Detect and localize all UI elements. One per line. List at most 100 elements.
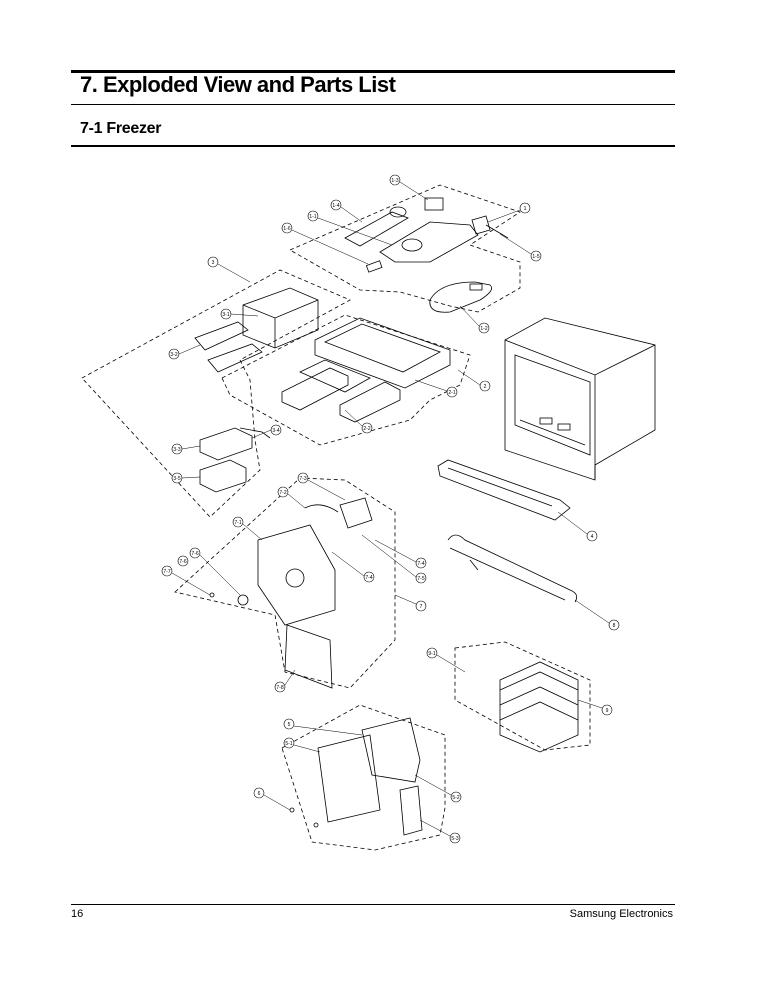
svg-text:3-3: 3-3 <box>173 447 180 453</box>
knob-1-4 <box>389 206 407 218</box>
svg-text:3-2: 3-2 <box>170 352 177 358</box>
callout-7-4: 7-4 <box>415 557 427 569</box>
svg-text:7-5: 7-5 <box>417 576 424 582</box>
svg-text:1: 1 <box>524 206 527 212</box>
screw-6b <box>313 822 319 828</box>
svg-text:9: 9 <box>606 708 609 714</box>
duct-4 <box>437 459 571 521</box>
group-5-outline <box>281 704 446 851</box>
callout-2-2: 2-2 <box>361 422 373 434</box>
callout-3-5: 3-5 <box>171 472 183 484</box>
callout-2: 2 <box>479 380 491 392</box>
svg-text:7-4: 7-4 <box>417 561 424 567</box>
gasket-1-2 <box>429 281 493 313</box>
panel-5-3 <box>399 785 423 836</box>
svg-text:5-1: 5-1 <box>285 741 292 747</box>
svg-text:8: 8 <box>613 623 616 629</box>
callout-7-3: 7-3 <box>297 472 309 484</box>
duct-4-detail <box>447 467 553 507</box>
callout-labels: 1-3 1 1-4 1-1 1-6 1-5 3 1-2 3-1 3-2 2 2-… <box>161 174 620 844</box>
title-rule <box>71 70 675 73</box>
leader-lines <box>171 181 610 837</box>
panel-5-2 <box>361 717 421 783</box>
callout-7-2: 7-2 <box>277 486 289 498</box>
evaporator-9 <box>499 661 579 753</box>
svg-text:7-1: 7-1 <box>234 520 241 526</box>
callout-3: 3 <box>207 256 219 268</box>
freezer-cabinet <box>504 317 656 481</box>
group-1-outline <box>289 184 521 313</box>
svg-text:5-3: 5-3 <box>451 836 458 842</box>
shelf-2-1 <box>314 317 451 389</box>
svg-text:7-6: 7-6 <box>179 559 186 565</box>
callout-5: 5 <box>283 718 295 730</box>
svg-text:1-3: 1-3 <box>391 178 398 184</box>
svg-text:7-6: 7-6 <box>191 551 198 557</box>
switch-1-3 <box>424 197 444 211</box>
callout-5-1: 5-1 <box>283 737 295 749</box>
svg-text:1-5: 1-5 <box>532 254 539 260</box>
callout-1-2: 1-2 <box>478 322 490 334</box>
svg-text:2-2: 2-2 <box>363 426 370 432</box>
svg-text:1-6: 1-6 <box>283 226 290 232</box>
svg-text:1-1: 1-1 <box>309 214 316 220</box>
svg-text:3: 3 <box>212 260 215 266</box>
callout-6: 6 <box>253 787 265 799</box>
callout-1-1: 1-1 <box>307 210 319 222</box>
group-3-outline <box>81 269 351 518</box>
svg-text:7-4: 7-4 <box>365 575 372 581</box>
ice-bucket-3-1 <box>242 287 319 349</box>
svg-text:7-3: 7-3 <box>299 476 306 482</box>
wire-3-4 <box>239 427 271 439</box>
bracket-1-4 <box>344 211 409 247</box>
evap-cover-7-1 <box>257 524 336 626</box>
heater-8-lower <box>449 547 566 601</box>
cabinet-top-edge <box>504 339 656 376</box>
callout-3-1: 3-1 <box>220 308 232 320</box>
footer-rule <box>71 904 675 905</box>
callout-7-6b: 7-6 <box>177 555 189 567</box>
callout-1-6: 1-6 <box>281 222 293 234</box>
cabinet-opening <box>514 354 591 456</box>
callout-3-3: 3-3 <box>171 443 183 455</box>
callout-9: 9 <box>601 704 613 716</box>
gasket-tab <box>469 283 483 291</box>
footer-brand: Samsung Electronics <box>569 908 673 920</box>
svg-text:1-4: 1-4 <box>332 203 339 209</box>
page-title: 7. Exploded View and Parts List <box>80 72 396 97</box>
callout-4: 4 <box>586 530 598 542</box>
cabinet-lower-line <box>519 419 586 446</box>
grommet-7-6 <box>237 594 249 606</box>
svg-text:3-4: 3-4 <box>272 428 279 434</box>
callout-7-7: 7-7 <box>161 565 173 577</box>
callout-7-1: 7-1 <box>232 516 244 528</box>
wire-7-2 <box>304 504 339 513</box>
svg-text:5-2: 5-2 <box>452 795 459 801</box>
callout-2-1: 2-1 <box>446 386 458 398</box>
heater-lead <box>469 559 479 571</box>
wire-1-5 <box>485 224 509 239</box>
rail-left <box>281 367 349 411</box>
svg-text:6: 6 <box>258 791 261 797</box>
heater-8 <box>447 534 578 603</box>
ice-tray-a <box>194 321 249 351</box>
ice-tray-b <box>207 343 263 373</box>
svg-text:9-1: 9-1 <box>428 651 435 657</box>
svg-text:3-1: 3-1 <box>222 312 229 318</box>
group-2-outline <box>221 314 471 446</box>
ice-bucket-rim <box>242 299 319 319</box>
roller-1-6 <box>365 260 383 273</box>
callout-7: 7 <box>415 600 427 612</box>
subtitle-underline <box>71 145 675 147</box>
callout-3-2: 3-2 <box>168 348 180 360</box>
cabinet-control-b <box>557 423 571 431</box>
svg-text:1-2: 1-2 <box>480 326 487 332</box>
panel-7-8 <box>284 624 333 689</box>
panel-5-1 <box>317 734 381 823</box>
group-9-outline <box>454 641 591 751</box>
page-number: 16 <box>71 908 84 920</box>
fan-motor-7-3 <box>339 497 373 529</box>
screw-7-7 <box>209 592 215 598</box>
cover-1-1 <box>379 221 479 263</box>
svg-text:7-8: 7-8 <box>276 685 283 691</box>
